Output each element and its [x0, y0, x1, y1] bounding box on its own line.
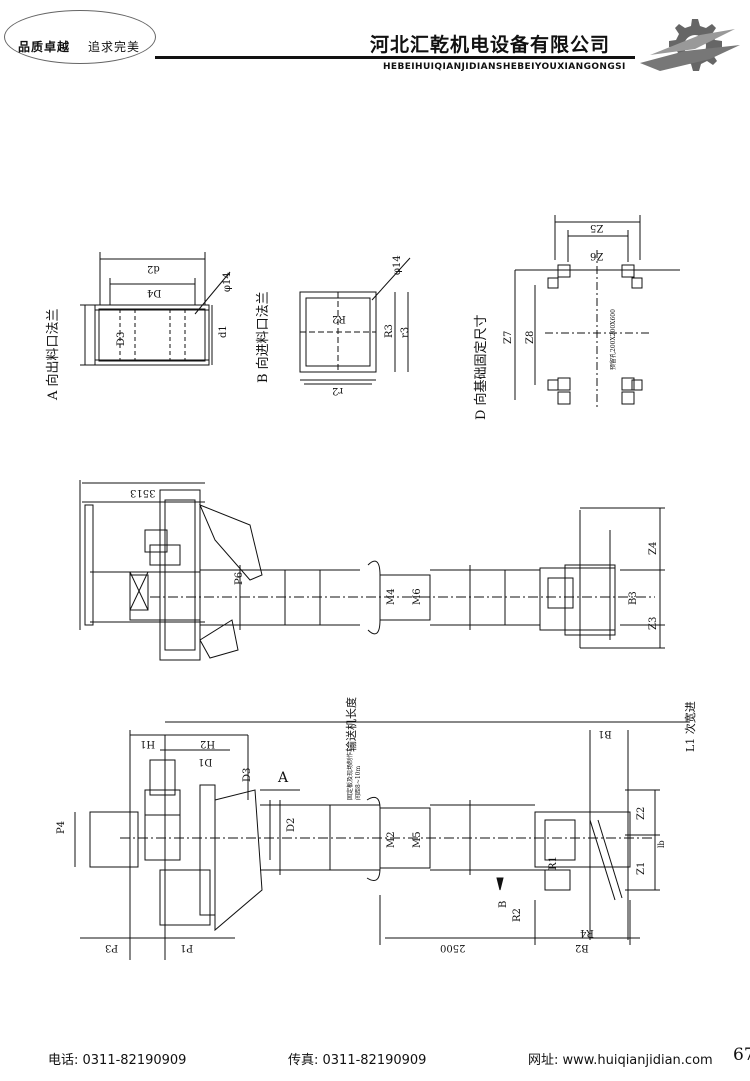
- dim-b-phi: φ14: [392, 255, 403, 275]
- dim-top-Z3: Z3: [648, 616, 659, 630]
- note-conveyor-length: 输送机长度: [345, 697, 358, 752]
- note-direction: L1 次宽进: [684, 701, 697, 752]
- slogan-ellipse: [4, 10, 156, 64]
- dim-bot-R1: R1: [548, 856, 559, 870]
- dim-bot-H2: H2: [200, 738, 216, 749]
- dim-bot-M2: M2: [386, 831, 397, 848]
- dim-top-B3: B3: [628, 591, 639, 605]
- dim-d-Z8: Z8: [525, 330, 536, 344]
- engineering-drawing: [74, 215, 690, 960]
- dim-bot-2500: 2500: [440, 942, 466, 953]
- dim-bot-P1: P1: [180, 942, 194, 953]
- header-rule: [155, 56, 635, 59]
- dim-d-Z6: Z6: [590, 250, 604, 261]
- dim-top-P6: P6: [234, 571, 245, 585]
- dim-bot-D3: D3: [242, 767, 253, 782]
- dim-bot-P3: P3: [105, 942, 119, 953]
- dim-bot-Z2: Z2: [636, 806, 647, 820]
- company-name-cn: 河北汇乾机电设备有限公司: [370, 34, 611, 56]
- dim-a-D4: D4: [147, 287, 162, 298]
- footer-fax: 传真: 0311-82190909: [288, 1053, 427, 1068]
- dim-bot-R2: R2: [512, 908, 523, 922]
- dim-top-M4: M4: [386, 588, 397, 605]
- dim-bot-R4: R4: [580, 927, 594, 938]
- dim-bot-lb: lb: [657, 840, 666, 848]
- view-d-foundation: [514, 215, 680, 410]
- gear-logo-icon: [640, 19, 740, 71]
- dim-bot-D2: D2: [286, 817, 297, 832]
- dim-top-3513: 3513: [130, 487, 156, 498]
- view-a-title: A 向出料口法兰: [46, 308, 61, 400]
- dim-a-phi: φ14: [222, 272, 233, 292]
- dim-bot-B1: B1: [598, 728, 612, 739]
- dim-b-R3: R3: [384, 324, 395, 338]
- dim-bot-B2: B2: [575, 942, 589, 953]
- slogan-right: 追求完美: [88, 40, 141, 54]
- dim-bot-M5: M5: [412, 831, 423, 848]
- company-name-en: HEBEIHUIQIANJIDIANSHEBEIYOUXIANGONGSI: [383, 62, 626, 72]
- footer-website: 网址: www.huiqianjidian.com: [528, 1053, 713, 1068]
- slogan-left: 品质卓越: [18, 40, 71, 54]
- page-number: 67: [733, 1045, 750, 1065]
- dim-bot-Z1: Z1: [636, 861, 647, 875]
- dim-bot-P4: P4: [56, 820, 67, 834]
- note-reserved-hole: 预留孔200X200X600: [610, 309, 617, 370]
- note-spacing: 间距8~10m: [355, 765, 362, 800]
- dim-d-Z5: Z5: [590, 222, 604, 233]
- dim-b-r3: r3: [400, 326, 411, 338]
- elevation-view: [74, 721, 690, 960]
- view-a-flange: [80, 252, 231, 366]
- dim-top-Z4: Z4: [648, 541, 659, 555]
- dim-bot-D1: D1: [198, 756, 213, 767]
- dim-bot-A: A: [278, 770, 289, 786]
- dim-bot-B-arrow: B: [498, 900, 509, 908]
- footer-phone: 电话: 0311-82190909: [48, 1053, 187, 1068]
- dim-a-D3: D3: [116, 331, 127, 346]
- view-d-title: D 向基础固定尺寸: [474, 314, 489, 420]
- dim-top-M6: M6: [412, 588, 423, 605]
- dim-a-d2: d2: [147, 263, 160, 274]
- plan-view: [79, 480, 665, 661]
- dim-b-R2: R2: [332, 313, 346, 324]
- dim-bot-H1: H1: [140, 738, 156, 749]
- view-b-title: B 向进料口法兰: [256, 291, 271, 383]
- view-b-flange: [299, 257, 411, 385]
- dim-a-d1: d1: [218, 325, 229, 338]
- dim-d-Z7: Z7: [503, 330, 514, 344]
- dim-b-r2: r2: [332, 385, 344, 396]
